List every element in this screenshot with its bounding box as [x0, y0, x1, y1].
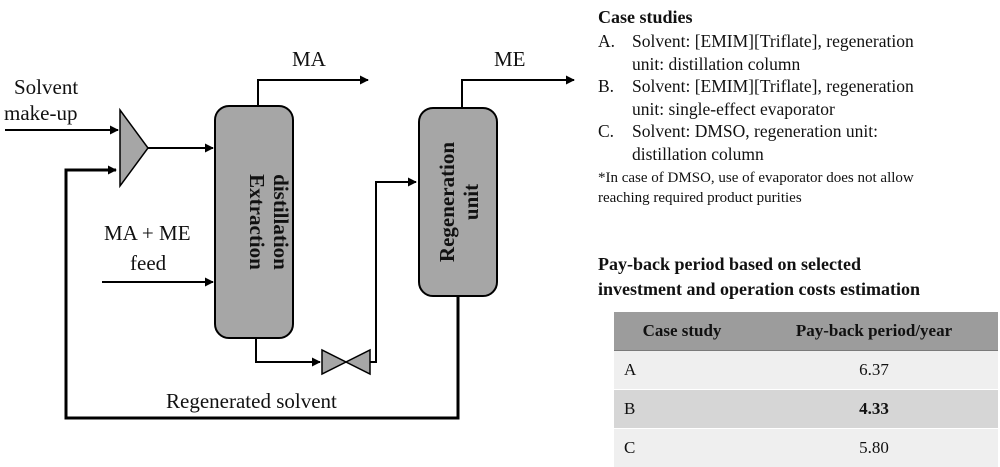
case-studies-title: Case studies [598, 6, 994, 28]
dmso-footnote: *In case of DMSO, use of evaporator does… [598, 168, 994, 208]
case-letter: A. [598, 30, 632, 75]
solvent-makeup-label-2: make-up [4, 101, 77, 125]
payback-title-line2: investment and operation costs estimatio… [598, 279, 920, 299]
case-text-line2: unit: single-effect evaporator [632, 99, 835, 119]
me-product-stream [462, 80, 574, 108]
case-studies-panel: Case studies A. Solvent: [EMIM][Triflate… [598, 6, 994, 208]
me-product-label: ME [494, 47, 526, 71]
case-text-line1: Solvent: [EMIM][Triflate], regeneration [632, 31, 914, 51]
table-row: A 6.37 [614, 351, 998, 390]
table-row: B 4.33 [614, 390, 998, 429]
case-letter: C. [598, 120, 632, 165]
footnote-line1: *In case of DMSO, use of evaporator does… [598, 170, 914, 186]
process-flow-diagram: Solvent make-up MA + ME feed MA ME Regen… [0, 0, 600, 466]
regeneration-label-1: Regeneration [435, 142, 459, 262]
solvent-makeup-label-1: Solvent [14, 75, 78, 99]
case-study-item-a: A. Solvent: [EMIM][Triflate], regenerati… [598, 30, 994, 75]
extraction-label-2: distillation [269, 174, 293, 270]
feed-label-2: feed [130, 251, 167, 275]
payback-cell: 6.37 [750, 351, 998, 390]
footnote-line2: reaching required product purities [598, 190, 802, 206]
extraction-label-1: Extraction [245, 174, 269, 270]
ma-product-label: MA [292, 47, 327, 71]
case-letter: B. [598, 75, 632, 120]
payback-table: Case study Pay-back period/year A 6.37 B… [614, 312, 998, 467]
solvent-mixer [120, 110, 148, 186]
ma-product-stream [258, 80, 368, 106]
case-studies-list: A. Solvent: [EMIM][Triflate], regenerati… [598, 30, 994, 165]
column-header-payback-period: Pay-back period/year [750, 312, 998, 351]
payback-cell: 5.80 [750, 429, 998, 467]
case-cell: B [614, 390, 750, 429]
case-study-item-c: C. Solvent: DMSO, regeneration unit: dist… [598, 120, 994, 165]
case-text-line1: Solvent: DMSO, regeneration unit: [632, 121, 878, 141]
table-header-row: Case study Pay-back period/year [614, 312, 998, 351]
regeneration-feed-stream [370, 182, 416, 362]
column-header-case-study: Case study [614, 312, 750, 351]
case-text: Solvent: [EMIM][Triflate], regeneration u… [632, 75, 994, 120]
case-cell: A [614, 351, 750, 390]
regenerated-solvent-label: Regenerated solvent [166, 389, 337, 413]
case-study-item-b: B. Solvent: [EMIM][Triflate], regenerati… [598, 75, 994, 120]
case-text-line1: Solvent: [EMIM][Triflate], regeneration [632, 76, 914, 96]
case-text-line2: distillation column [632, 144, 764, 164]
case-text-line2: unit: distillation column [632, 54, 800, 74]
regeneration-label-2: unit [459, 184, 483, 220]
extraction-bottoms-stream [256, 338, 320, 362]
payback-title-line1: Pay-back period based on selected [598, 254, 861, 274]
payback-cell: 4.33 [750, 390, 998, 429]
table-row: C 5.80 [614, 429, 998, 467]
feed-label-1: MA + ME [104, 221, 191, 245]
case-text: Solvent: DMSO, regeneration unit: distill… [632, 120, 994, 165]
valve-icon [322, 350, 346, 374]
case-text: Solvent: [EMIM][Triflate], regeneration u… [632, 30, 994, 75]
valve-icon-right [346, 350, 370, 374]
case-cell: C [614, 429, 750, 467]
payback-title: Pay-back period based on selected invest… [598, 252, 994, 302]
